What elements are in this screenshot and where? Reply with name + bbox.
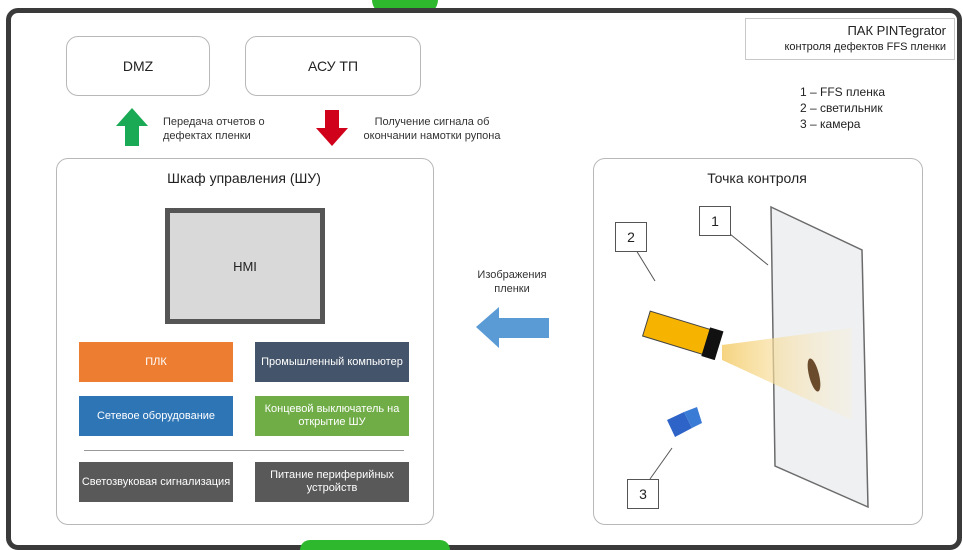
send-reports-label: Передача отчетов о дефектах пленки — [163, 116, 265, 142]
legend-item-film: 1 – FFS пленка — [800, 85, 886, 99]
camera-icon — [667, 407, 702, 437]
plc-tile: ПЛК — [79, 342, 233, 382]
camera-leader-line — [649, 447, 673, 480]
asu-label: АСУ ТП — [307, 58, 359, 74]
bottom-decoration — [300, 540, 450, 550]
film-leader-line — [729, 233, 769, 266]
images-label: Изображения пленки — [477, 269, 547, 295]
legend-item-lamp: 2 – светильник — [800, 101, 883, 115]
cabinet-title: Шкаф управления (ШУ) — [167, 170, 321, 186]
signaling-tile: Светозвуковая сигнализация — [79, 462, 233, 502]
marker-2: 2 — [615, 222, 647, 252]
download-arrow-icon — [316, 110, 348, 146]
control-point-title: Точка контроля — [707, 170, 807, 186]
hmi-label: HMI — [233, 258, 257, 274]
dmz-label: DMZ — [122, 58, 154, 74]
industrial-pc-tile: Промышленный компьютер — [255, 342, 409, 382]
hmi-display: HMI — [165, 208, 325, 324]
title-box: ПАК PINTegrator контроля дефектов FFS пл… — [745, 18, 955, 60]
dmz-box: DMZ — [66, 36, 210, 96]
asu-box: АСУ ТП — [245, 36, 421, 96]
limit-switch-tile: Концевой выключатель на открытие ШУ — [255, 396, 409, 436]
upload-arrow-icon — [116, 108, 148, 146]
marker-1: 1 — [699, 206, 731, 236]
title-line-2: контроля дефектов FFS пленки — [784, 41, 946, 53]
marker-3: 3 — [627, 479, 659, 509]
light-beam-icon — [722, 328, 852, 420]
legend: 1 – FFS пленка 2 – светильник 3 – камера — [800, 84, 885, 132]
cabinet-divider — [84, 450, 404, 451]
power-tile: Питание периферийных устройств — [255, 462, 409, 502]
legend-item-camera: 3 – камера — [800, 117, 861, 131]
lamp-icon — [641, 310, 724, 361]
receive-signal-label: Получение сигнала об окончании намотки р… — [363, 116, 501, 142]
defect-icon — [807, 358, 821, 392]
lamp-leader-line — [635, 249, 656, 282]
title-line-1: ПАК PINTegrator — [847, 23, 946, 38]
images-arrow-icon — [476, 307, 549, 348]
network-tile: Сетевое оборудование — [79, 396, 233, 436]
